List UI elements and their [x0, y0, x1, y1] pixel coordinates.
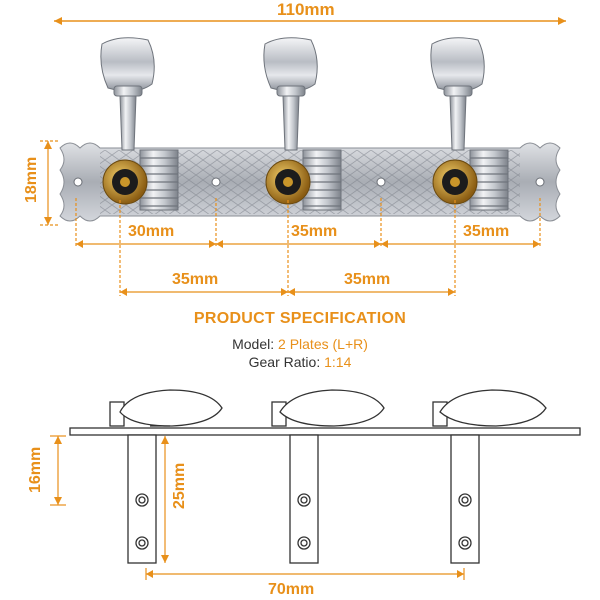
dim-peg-to-hole-label: 35mm [463, 223, 510, 240]
spec-model-value: 2 Plates (L+R) [278, 336, 368, 352]
dim-hole-to-peg-label: 30mm [128, 223, 175, 240]
dim-peg-pitch-2-label: 35mm [344, 271, 391, 288]
tuner-peg-1 [100, 37, 179, 211]
dim-peg-spacing-label: 35mm [291, 223, 338, 240]
dim-shaft-length-label: 25mm [171, 462, 188, 509]
plate-hole-right [535, 177, 545, 187]
dim-side-span-line [145, 568, 465, 580]
dim-total-width-label: 110mm [277, 0, 335, 19]
spec-model-label: Model: [232, 336, 275, 352]
dim-shaft-length-line [161, 436, 169, 563]
tuner-peg-2 [263, 37, 342, 211]
dim-side-span-label: 70mm [268, 581, 315, 598]
dim-upper-row-lines [75, 198, 541, 248]
side-view-drawing [69, 389, 581, 564]
dim-side-plate-label: 16mm [27, 446, 44, 493]
plate-hole-mid-1 [211, 177, 221, 187]
spec-gear-label: Gear Ratio: [248, 354, 321, 370]
spec-gear-line: Gear Ratio: 1:14 [0, 354, 600, 370]
spec-title: PRODUCT SPECIFICATION [193, 310, 407, 327]
spec-gear-value: 1:14 [324, 354, 352, 370]
dim-plate-height-label: 18mm [23, 156, 40, 203]
dim-side-plate-line [50, 435, 66, 506]
dim-total-width-line [54, 17, 566, 25]
plate-hole-left [73, 177, 83, 187]
tuner-peg-3 [430, 37, 509, 211]
spec-model-line: Model: 2 Plates (L+R) [0, 336, 600, 352]
dim-plate-height-line [40, 140, 60, 226]
dim-lower-row-lines [119, 200, 456, 296]
dim-peg-pitch-1-label: 35mm [172, 271, 219, 288]
plate-hole-mid-2 [376, 177, 386, 187]
